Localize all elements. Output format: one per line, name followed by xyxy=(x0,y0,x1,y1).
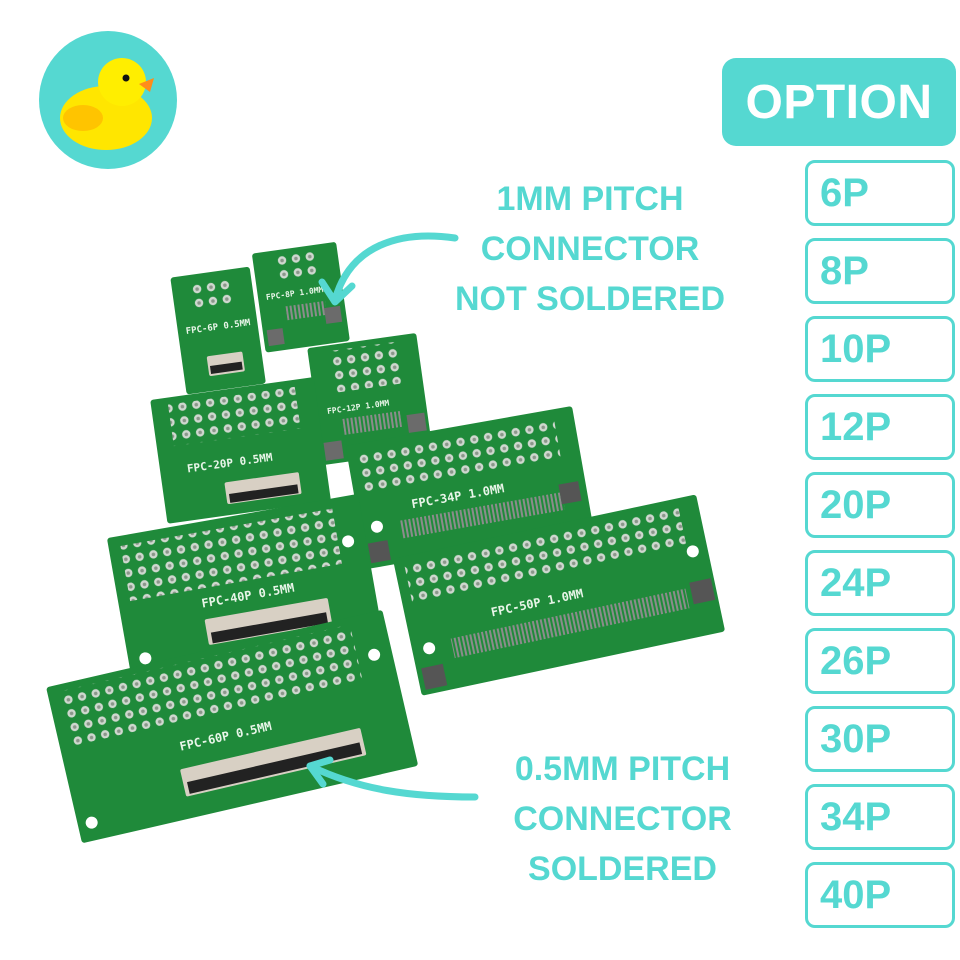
callout-line: CONNECTOR xyxy=(513,800,732,838)
board-fpc-34p: FPC-34P 1.0MM xyxy=(345,406,594,569)
callout-1mm-not-soldered: 1MM PITCH CONNECTOR NOT SOLDERED xyxy=(445,174,735,324)
option-8p[interactable]: 8P xyxy=(805,238,955,304)
board-fpc-50p: FPC-50P 1.0MM xyxy=(393,494,725,696)
option-10p[interactable]: 10P xyxy=(805,316,955,382)
option-40p[interactable]: 40P xyxy=(805,862,955,928)
callout-line: SOLDERED xyxy=(528,850,717,888)
callout-line: 0.5MM PITCH xyxy=(514,750,731,788)
option-list: 6P 8P 10P 12P 20P 24P 26P 30P 34P 40P xyxy=(805,160,955,940)
option-header: OPTION xyxy=(722,58,956,146)
rubber-duck-icon xyxy=(39,31,177,169)
callout-line: 1MM PITCH xyxy=(496,180,684,218)
option-34p[interactable]: 34P xyxy=(805,784,955,850)
option-24p[interactable]: 24P xyxy=(805,550,955,616)
duck-logo xyxy=(38,30,178,170)
option-20p[interactable]: 20P xyxy=(805,472,955,538)
option-26p[interactable]: 26P xyxy=(805,628,955,694)
board-fpc-60p: FPC-60P 0.5MM xyxy=(46,610,418,843)
board-fpc-8p: FPC-8P 1.0MM xyxy=(252,242,350,353)
board-fpc-6p: FPC-6P 0.5MM xyxy=(170,266,266,395)
callout-line: CONNECTOR xyxy=(480,230,700,268)
option-6p[interactable]: 6P xyxy=(805,160,955,226)
option-12p[interactable]: 12P xyxy=(805,394,955,460)
board-fpc-12p: FPC-12P 1.0MM xyxy=(307,333,433,465)
callout-line: NOT SOLDERED xyxy=(454,280,726,318)
callout-05mm-soldered: 0.5MM PITCH CONNECTOR SOLDERED xyxy=(490,744,755,894)
board-fpc-20p: FPC-20P 0.5MM xyxy=(150,377,331,524)
option-30p[interactable]: 30P xyxy=(805,706,955,772)
